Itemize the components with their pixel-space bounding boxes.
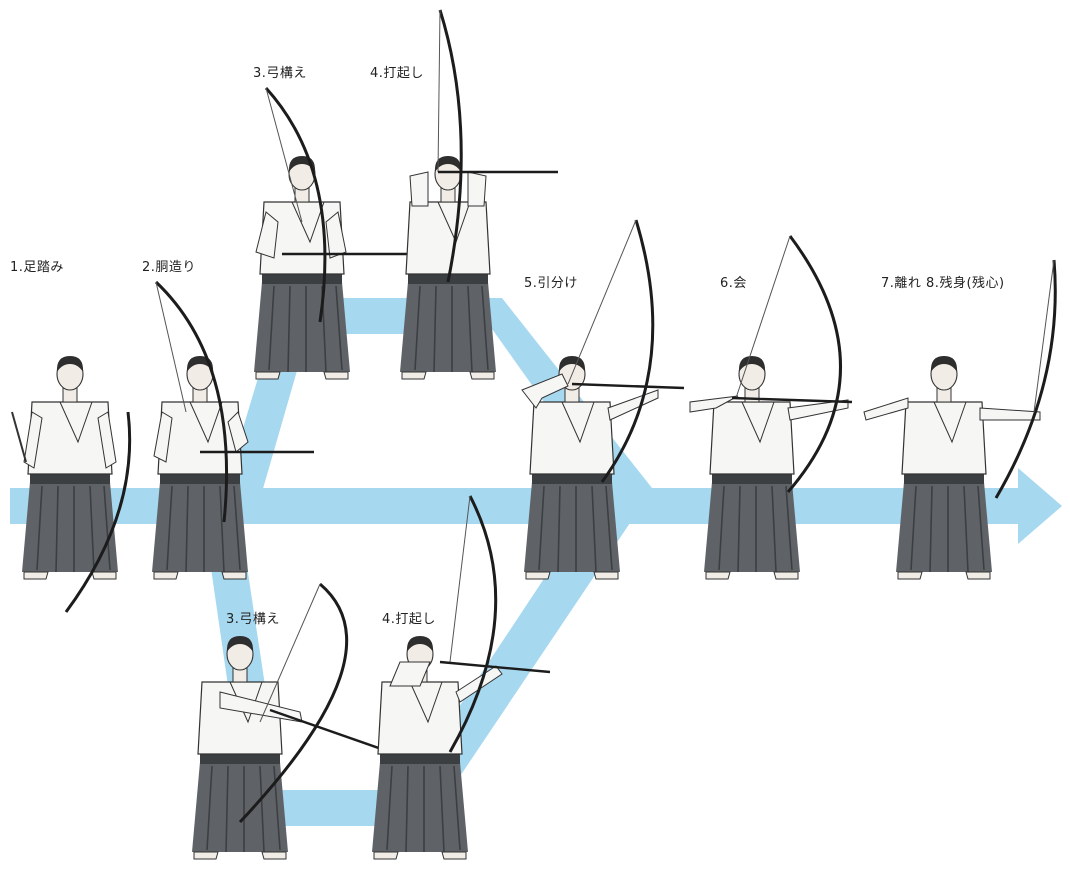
figure-6-kai bbox=[689, 235, 853, 580]
step-label-6: 6.会 bbox=[720, 276, 747, 291]
step-label-4b: 4.打起し bbox=[382, 612, 436, 627]
figures bbox=[11, 9, 1057, 860]
figure-5-hikiwake bbox=[521, 219, 685, 580]
step-label-4a: 4.打起し bbox=[370, 66, 424, 81]
step-label-7: 7.離れ 8.残身(残心) bbox=[881, 276, 1005, 291]
figure-1-ashibumi bbox=[11, 355, 132, 613]
step-label-2: 2.胴造り bbox=[142, 260, 196, 275]
figure-4a-uchiokoshi bbox=[399, 9, 558, 380]
step-label-5: 5.引分け bbox=[524, 276, 578, 291]
step-label-3b: 3.弓構え bbox=[226, 612, 280, 627]
figure-3a-yugamae bbox=[253, 86, 414, 380]
figure-3b-yugamae bbox=[191, 582, 391, 860]
figure-7-8-hanare-zanshin bbox=[863, 259, 1057, 580]
figure-4b-uchiokoshi bbox=[371, 495, 551, 860]
step-label-1: 1.足踏み bbox=[10, 260, 64, 275]
step-label-3a: 3.弓構え bbox=[253, 66, 307, 81]
figure-2-dozukuri bbox=[151, 280, 314, 580]
